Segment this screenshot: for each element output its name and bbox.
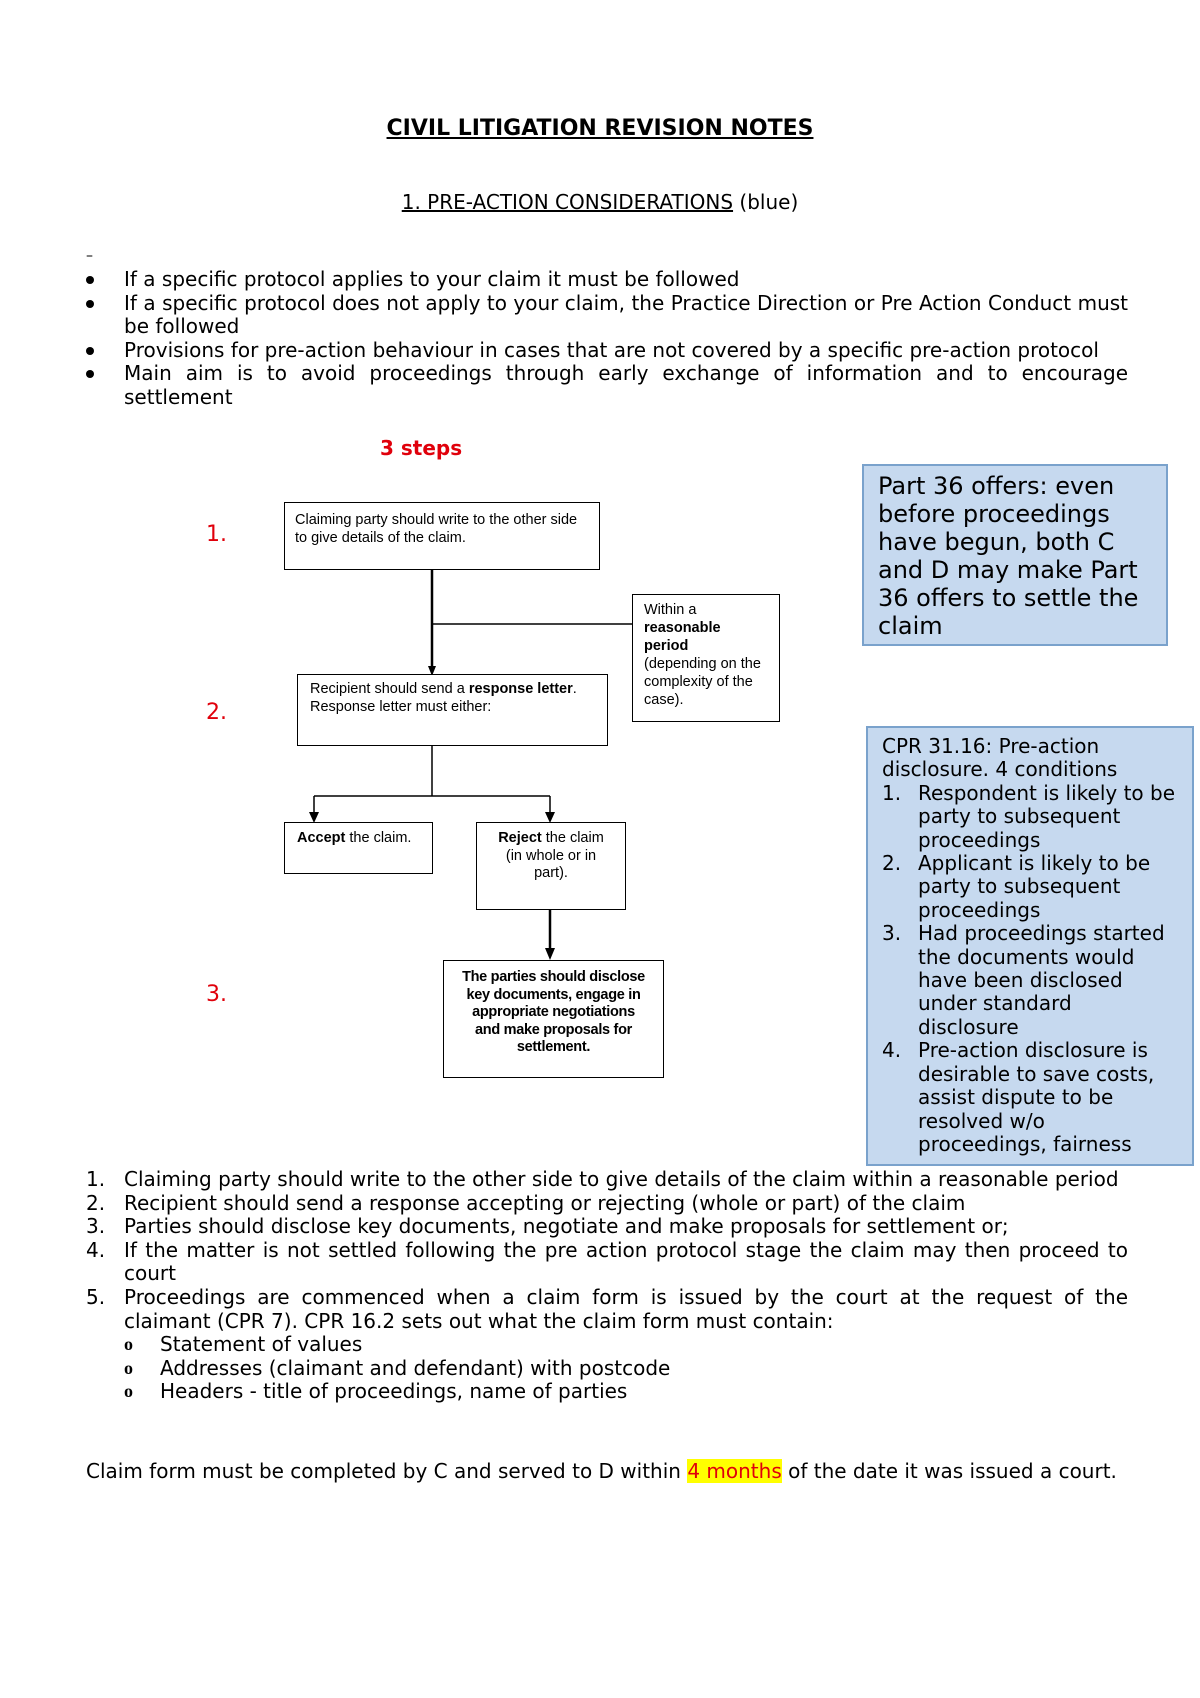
flow-box-within-period: Within a reasonable period (depending on… xyxy=(632,594,780,722)
list-item: 1.Respondent is likely to be party to su… xyxy=(882,780,1176,852)
part36-box: Part 36 offers: even before proceedings … xyxy=(862,464,1168,646)
list-item: 1.Claiming party should write to the oth… xyxy=(86,1167,1119,1191)
cpr-item-text: Applicant is likely to be party to subse… xyxy=(918,851,1151,922)
list-item: If a specific protocol applies to your c… xyxy=(86,267,1128,292)
claim-form-note: Claim form must be completed by C and se… xyxy=(86,1459,1128,1484)
reject-bold: Reject xyxy=(498,830,542,846)
flow-box-accept: Accept the claim. xyxy=(284,822,433,874)
list-item: 3.Parties should disclose key documents,… xyxy=(86,1214,1009,1239)
claim-text: Claim form must be completed by C and se… xyxy=(86,1459,681,1483)
response-bold: response letter xyxy=(468,681,573,697)
step-number-2: 2. xyxy=(206,700,227,725)
section-heading-text: 1. PRE-ACTION CONSIDERATIONS xyxy=(401,190,734,214)
step-number-3: 3. xyxy=(206,982,227,1007)
response-line2: Response letter must either: xyxy=(310,698,492,715)
list-item: 5.Proceedings are commenced when a claim… xyxy=(86,1284,1128,1404)
cpr-item-text: Pre-action disclosure is desirable to sa… xyxy=(918,1038,1155,1156)
accept-bold: Accept xyxy=(297,830,346,846)
dash-marker: – xyxy=(86,248,93,264)
within-text: Within a xyxy=(644,602,697,618)
numbered-item-text: Recipient should send a response accepti… xyxy=(124,1190,966,1215)
flow-box-reject: Reject the claim (in whole or in part). xyxy=(476,822,626,910)
section-heading: 1. PRE-ACTION CONSIDERATIONS (blue) xyxy=(0,190,1200,214)
arrowhead xyxy=(545,948,555,960)
sub-item-text: Addresses (claimant and defendant) with … xyxy=(160,1355,671,1380)
section-heading-note: (blue) xyxy=(739,190,799,214)
list-item: 4.If the matter is not settled following… xyxy=(86,1237,1128,1286)
numbered-item-text: Parties should disclose key documents, n… xyxy=(124,1214,1009,1239)
highlighted-deadline: 4 months xyxy=(687,1459,782,1483)
steps-label: 3 steps xyxy=(380,436,463,460)
sub-item-text: Headers - title of proceedings, name of … xyxy=(160,1379,628,1404)
cpr-item-text: Had proceedings started the documents wo… xyxy=(918,921,1165,1039)
list-item: o Addresses (claimant and defendant) with… xyxy=(124,1355,1128,1381)
list-item: 3.Had proceedings started the documents … xyxy=(882,921,1165,1039)
cpr-box: CPR 31.16: Pre-action disclosure. 4 cond… xyxy=(866,726,1194,1166)
numbered-item-text: Claiming party should write to the other… xyxy=(124,1167,1119,1191)
cpr-conditions-list: 1.Respondent is likely to be party to su… xyxy=(882,780,1178,1157)
sub-item-text: Statement of values xyxy=(160,1332,363,1357)
numbered-item-text: If the matter is not settled following t… xyxy=(124,1237,1128,1286)
page-title: CIVIL LITIGATION REVISION NOTES xyxy=(386,116,814,141)
sub-marker: o xyxy=(124,1334,133,1355)
cpr-heading: CPR 31.16: Pre-action disclosure. 4 cond… xyxy=(882,734,1118,782)
list-item: 2.Applicant is likely to be party to sub… xyxy=(882,851,1151,922)
arrowhead xyxy=(428,666,436,676)
list-item: o Statement of values xyxy=(124,1332,1128,1357)
list-item: If a specific protocol does not apply to… xyxy=(86,291,1128,339)
claim-text-end: of the date it was issued a court. xyxy=(788,1459,1117,1483)
list-item: Main aim is to avoid proceedings through… xyxy=(86,361,1128,409)
flowchart-connectors xyxy=(309,570,634,960)
numbered-item-text: Proceedings are commenced when a claim f… xyxy=(124,1284,1128,1333)
flow-box-step3: The parties should disclose key document… xyxy=(443,960,664,1078)
step-number-1: 1. xyxy=(206,522,227,547)
arrowhead xyxy=(309,812,319,823)
sub-marker: o xyxy=(124,1357,133,1378)
cpr-item-text: Respondent is likely to be party to subs… xyxy=(918,780,1176,852)
sub-marker: o xyxy=(124,1381,133,1402)
flow-box-step1: Claiming party should write to the other… xyxy=(284,502,600,570)
arrowhead xyxy=(545,812,555,823)
numbered-list: 1.Claiming party should write to the oth… xyxy=(86,1167,1128,1404)
response-text: Recipient should send a xyxy=(310,681,465,697)
bullet-list: If a specific protocol applies to your c… xyxy=(86,267,1128,409)
response-dot: . xyxy=(572,681,577,697)
list-item: 2.Recipient should send a response accep… xyxy=(86,1190,966,1215)
accept-text: the claim. xyxy=(349,830,412,846)
reject-text: the claim (in whole or in part). xyxy=(505,830,604,881)
within-detail: (depending on the complexity of the case… xyxy=(644,656,761,708)
list-item: 4.Pre-action disclosure is desirable to … xyxy=(882,1038,1155,1156)
within-bold: reasonable period xyxy=(644,620,721,654)
list-item: o Headers - title of proceedings, name of… xyxy=(124,1380,1128,1404)
flow-box-step2: Recipient should send a response letter.… xyxy=(297,674,608,746)
list-item: Provisions for pre-action behaviour in c… xyxy=(86,338,1128,363)
